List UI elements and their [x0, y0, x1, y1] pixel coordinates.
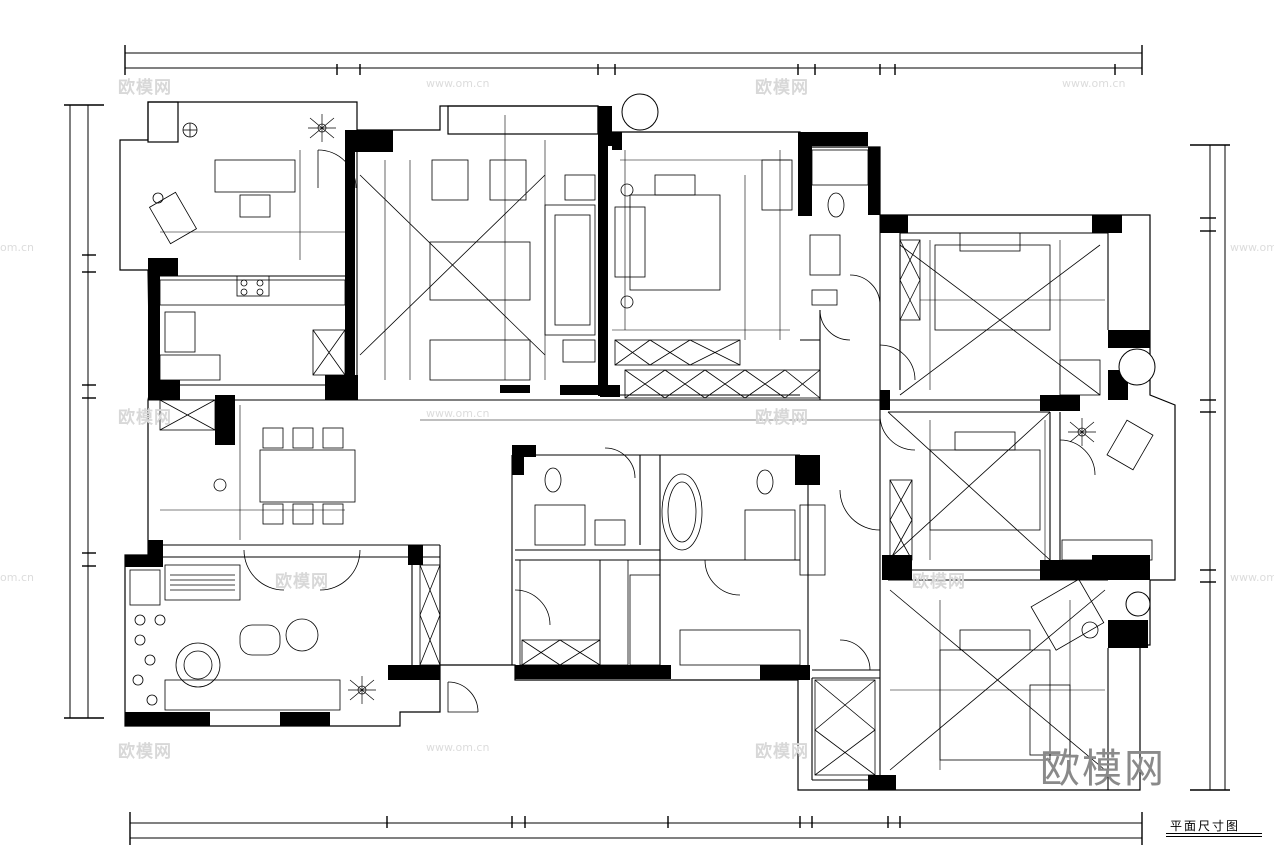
watermark-brand: 欧模网: [755, 742, 809, 762]
furniture: [129, 122, 1154, 776]
watermark-brand: 欧模网: [118, 408, 172, 428]
interior-walls: [148, 150, 1109, 790]
drawing-title: 平面尺寸图: [1170, 819, 1241, 833]
dimension-top: [124, 45, 1143, 75]
watermark-brand: 欧模网: [755, 78, 809, 98]
watermark-brand: 欧模网: [755, 408, 809, 428]
watermark-url: www.om.cn: [426, 741, 490, 754]
watermark-url: www.om.cn: [426, 77, 490, 90]
watermark-brand: 欧模网: [275, 572, 329, 592]
outer-walls: [119, 101, 1176, 791]
internal-dimension-lines: [160, 115, 1105, 770]
title-underline: [1166, 836, 1262, 837]
logo-watermark: 欧模网: [1040, 746, 1166, 792]
title-underline: [1166, 833, 1262, 834]
dimension-right: [1190, 144, 1230, 791]
watermark-url: www.om.cn: [1230, 241, 1274, 254]
wall-solids: [125, 106, 1150, 790]
watermark-url: www.om.cn: [1230, 571, 1274, 584]
watermark-url: www.om.cn: [426, 407, 490, 420]
dimension-left: [64, 104, 104, 719]
watermark-brand: 欧模网: [118, 742, 172, 762]
columns: [621, 93, 1156, 617]
watermark-brand: 欧模网: [118, 78, 172, 98]
door-swings: [243, 149, 1096, 713]
plants: [308, 114, 1096, 704]
dimension-bottom: [129, 812, 1143, 845]
watermark-brand: 欧模网: [912, 572, 966, 592]
watermark-edge: om.cn: [0, 241, 34, 254]
watermark-edge: om.cn: [0, 571, 34, 584]
watermark-url: www.om.cn: [1062, 77, 1126, 90]
